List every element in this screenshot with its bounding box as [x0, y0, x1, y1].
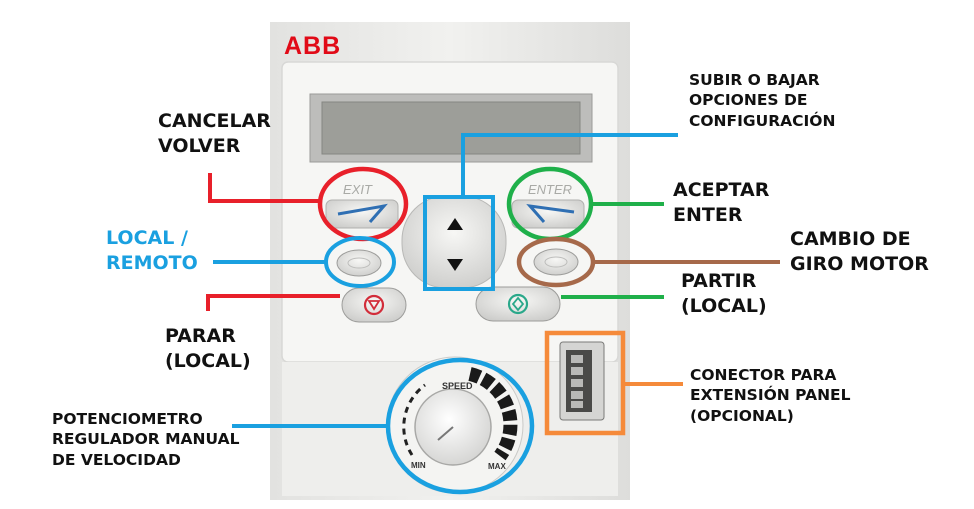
label-subir-bajar-line1: SUBIR O BAJAR [689, 71, 820, 89]
label-volver: VOLVER [158, 135, 241, 158]
loc-rem-button[interactable] [336, 249, 382, 277]
label-aceptar-enter: ACEPTAR ENTER [673, 178, 769, 228]
label-aceptar: ACEPTAR [673, 179, 770, 201]
speed-label: SPEED [442, 381, 473, 391]
label-conector-line3: (OPCIONAL) [690, 406, 794, 425]
label-giro-motor: GIRO MOTOR [790, 253, 929, 276]
cancel-leader-line [208, 173, 320, 203]
updown-leader-line [461, 133, 678, 197]
label-parar-local: PARAR (LOCAL) [165, 324, 251, 374]
label-subir-bajar: SUBIR O BAJAR OPCIONES DE CONFIGURACIÓN [689, 70, 835, 131]
direction-button[interactable] [533, 248, 579, 276]
exit-key[interactable]: EXIT [325, 182, 399, 229]
max-label: MAX [488, 462, 506, 471]
stop-button[interactable] [341, 287, 407, 323]
label-cancelar: CANCELAR [158, 110, 271, 132]
arrow-down-icon[interactable] [447, 259, 463, 271]
stop-icon [363, 294, 385, 316]
label-enter: ENTER [673, 204, 743, 227]
label-cambio-de: CAMBIO DE [790, 228, 911, 250]
label-local: LOCAL / [106, 227, 188, 249]
arrow-up-icon[interactable] [447, 218, 463, 230]
label-cancelar-volver: CANCELAR VOLVER [158, 109, 271, 159]
label-potenciometro-line1: POTENCIOMETRO [52, 410, 203, 428]
start-icon [507, 293, 529, 315]
expansion-connector [559, 341, 605, 421]
label-cambio-giro: CAMBIO DE GIRO MOTOR [790, 227, 929, 277]
label-remoto: REMOTO [106, 252, 198, 275]
label-potenciometro-line2: REGULADOR MANUAL [52, 430, 240, 449]
updown-highlight-box [423, 195, 495, 291]
label-conector-line2: EXTENSIÓN PANEL [690, 386, 851, 405]
label-conector-line1: CONECTOR PARA [690, 366, 837, 384]
stop-leader-line [206, 294, 340, 311]
start-button[interactable] [475, 286, 561, 322]
label-local-remoto: LOCAL / REMOTO [106, 226, 198, 276]
label-partir-local-suffix: (LOCAL) [681, 295, 767, 318]
min-label: MIN [411, 461, 426, 470]
label-conector: CONECTOR PARA EXTENSIÓN PANEL (OPCIONAL) [690, 365, 851, 426]
label-parar: PARAR [165, 325, 236, 347]
label-subir-bajar-line2: OPCIONES DE [689, 91, 808, 110]
exit-key-label: EXIT [343, 182, 373, 197]
enter-key[interactable]: ENTER [511, 182, 585, 229]
label-potenciometro: POTENCIOMETRO REGULADOR MANUAL DE VELOCI… [52, 409, 239, 470]
speed-potentiometer[interactable]: SPEED MIN MAX [386, 356, 524, 494]
abb-logo: ABB [284, 32, 341, 60]
up-down-rocker[interactable] [401, 195, 507, 289]
label-parar-local-suffix: (LOCAL) [165, 350, 251, 373]
label-partir: PARTIR [681, 270, 757, 292]
lcd-display [309, 93, 593, 163]
label-subir-bajar-line3: CONFIGURACIÓN [689, 111, 836, 130]
enter-key-label: ENTER [528, 182, 572, 197]
label-potenciometro-line3: DE VELOCIDAD [52, 450, 181, 469]
label-partir-local: PARTIR (LOCAL) [681, 269, 767, 319]
